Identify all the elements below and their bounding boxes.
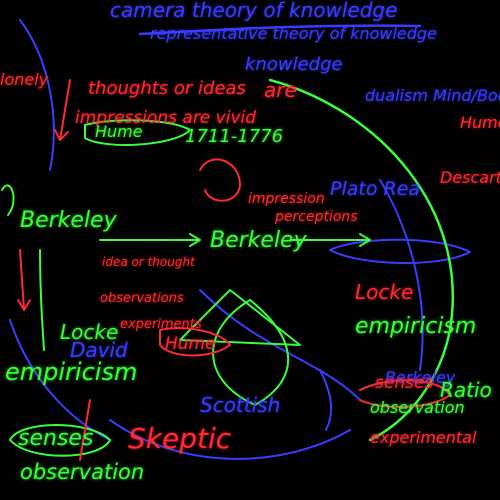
note-senses-bubble: senses (18, 426, 94, 451)
note-locke-left: Locke (60, 320, 119, 344)
note-locke-red: Locke (355, 280, 414, 304)
note-representative-theory: representative theory of knowledge (150, 24, 437, 43)
green-stroke-arrow-left (99, 233, 201, 247)
blue-stroke-small-loop (319, 369, 333, 431)
note-ration: Ratio (440, 378, 492, 402)
green-stroke-hume-bubble (84, 119, 191, 146)
green-stroke-squiggle-left (1, 184, 15, 216)
note-camera-theory: camera theory of knowledge (110, 0, 398, 22)
red-stroke-bottom-right (359, 379, 451, 408)
green-stroke-center-loop (212, 299, 290, 406)
green-stroke-senses-bubble (9, 424, 111, 457)
red-stroke-left-arrow (54, 79, 71, 141)
note-skeptic: Skeptic (128, 422, 232, 455)
blue-stroke-top-underline (138, 24, 422, 36)
note-knowledge: knowledge (245, 54, 343, 75)
note-berkeley-small: Berkeley (385, 368, 456, 387)
note-observations: observations (100, 291, 184, 306)
note-hume-bubble: Hume (95, 122, 143, 141)
blue-stroke-right-curve (379, 179, 424, 371)
note-impression: impression (248, 191, 325, 207)
note-descartes: Descartes (440, 168, 500, 187)
note-experimental: experimental (370, 428, 477, 447)
note-perceptions: perceptions (275, 209, 358, 225)
note-are: are (264, 78, 297, 102)
note-hume-right: Hume (460, 113, 500, 132)
note-empiricism-right: empiricism (355, 314, 477, 339)
note-senses-red: senses (375, 373, 434, 393)
note-hume-center: Hume (165, 334, 216, 354)
note-observations-right: observation (370, 398, 465, 417)
note-david: David (70, 338, 128, 362)
note-observation: observation (20, 460, 145, 484)
note-lonely: lonely (0, 70, 49, 89)
blue-stroke-left-arc (19, 19, 55, 171)
note-plato: Plato Rea (330, 178, 421, 200)
note-scottish: Scottish (200, 393, 281, 417)
green-stroke-arrow-right (289, 233, 371, 247)
note-empiricism-left: empiricism (5, 358, 138, 386)
red-stroke-arrow-down (17, 249, 31, 311)
note-thoughts-or-ideas: thoughts or ideas (88, 78, 246, 99)
note-berkeley-center: Berkeley (210, 228, 307, 253)
note-hume-dates: 1711-1776 (185, 126, 284, 147)
red-stroke-center-scribble (199, 158, 241, 202)
blue-stroke-bottom-arc (109, 419, 351, 460)
note-idea-of-thought: idea or thought (102, 255, 195, 269)
red-stroke-upward (79, 399, 91, 461)
note-impressions-vivid: impressions are vivid (75, 108, 257, 128)
note-dualism: dualism Mind/Body (365, 86, 500, 105)
note-berkeley-left: Berkeley (20, 208, 117, 233)
red-stroke-hume-bubble (159, 327, 231, 357)
note-experiments: experiments (120, 317, 202, 332)
green-stroke-left-arrow-down (39, 249, 45, 351)
green-stroke-triangle (179, 289, 301, 346)
